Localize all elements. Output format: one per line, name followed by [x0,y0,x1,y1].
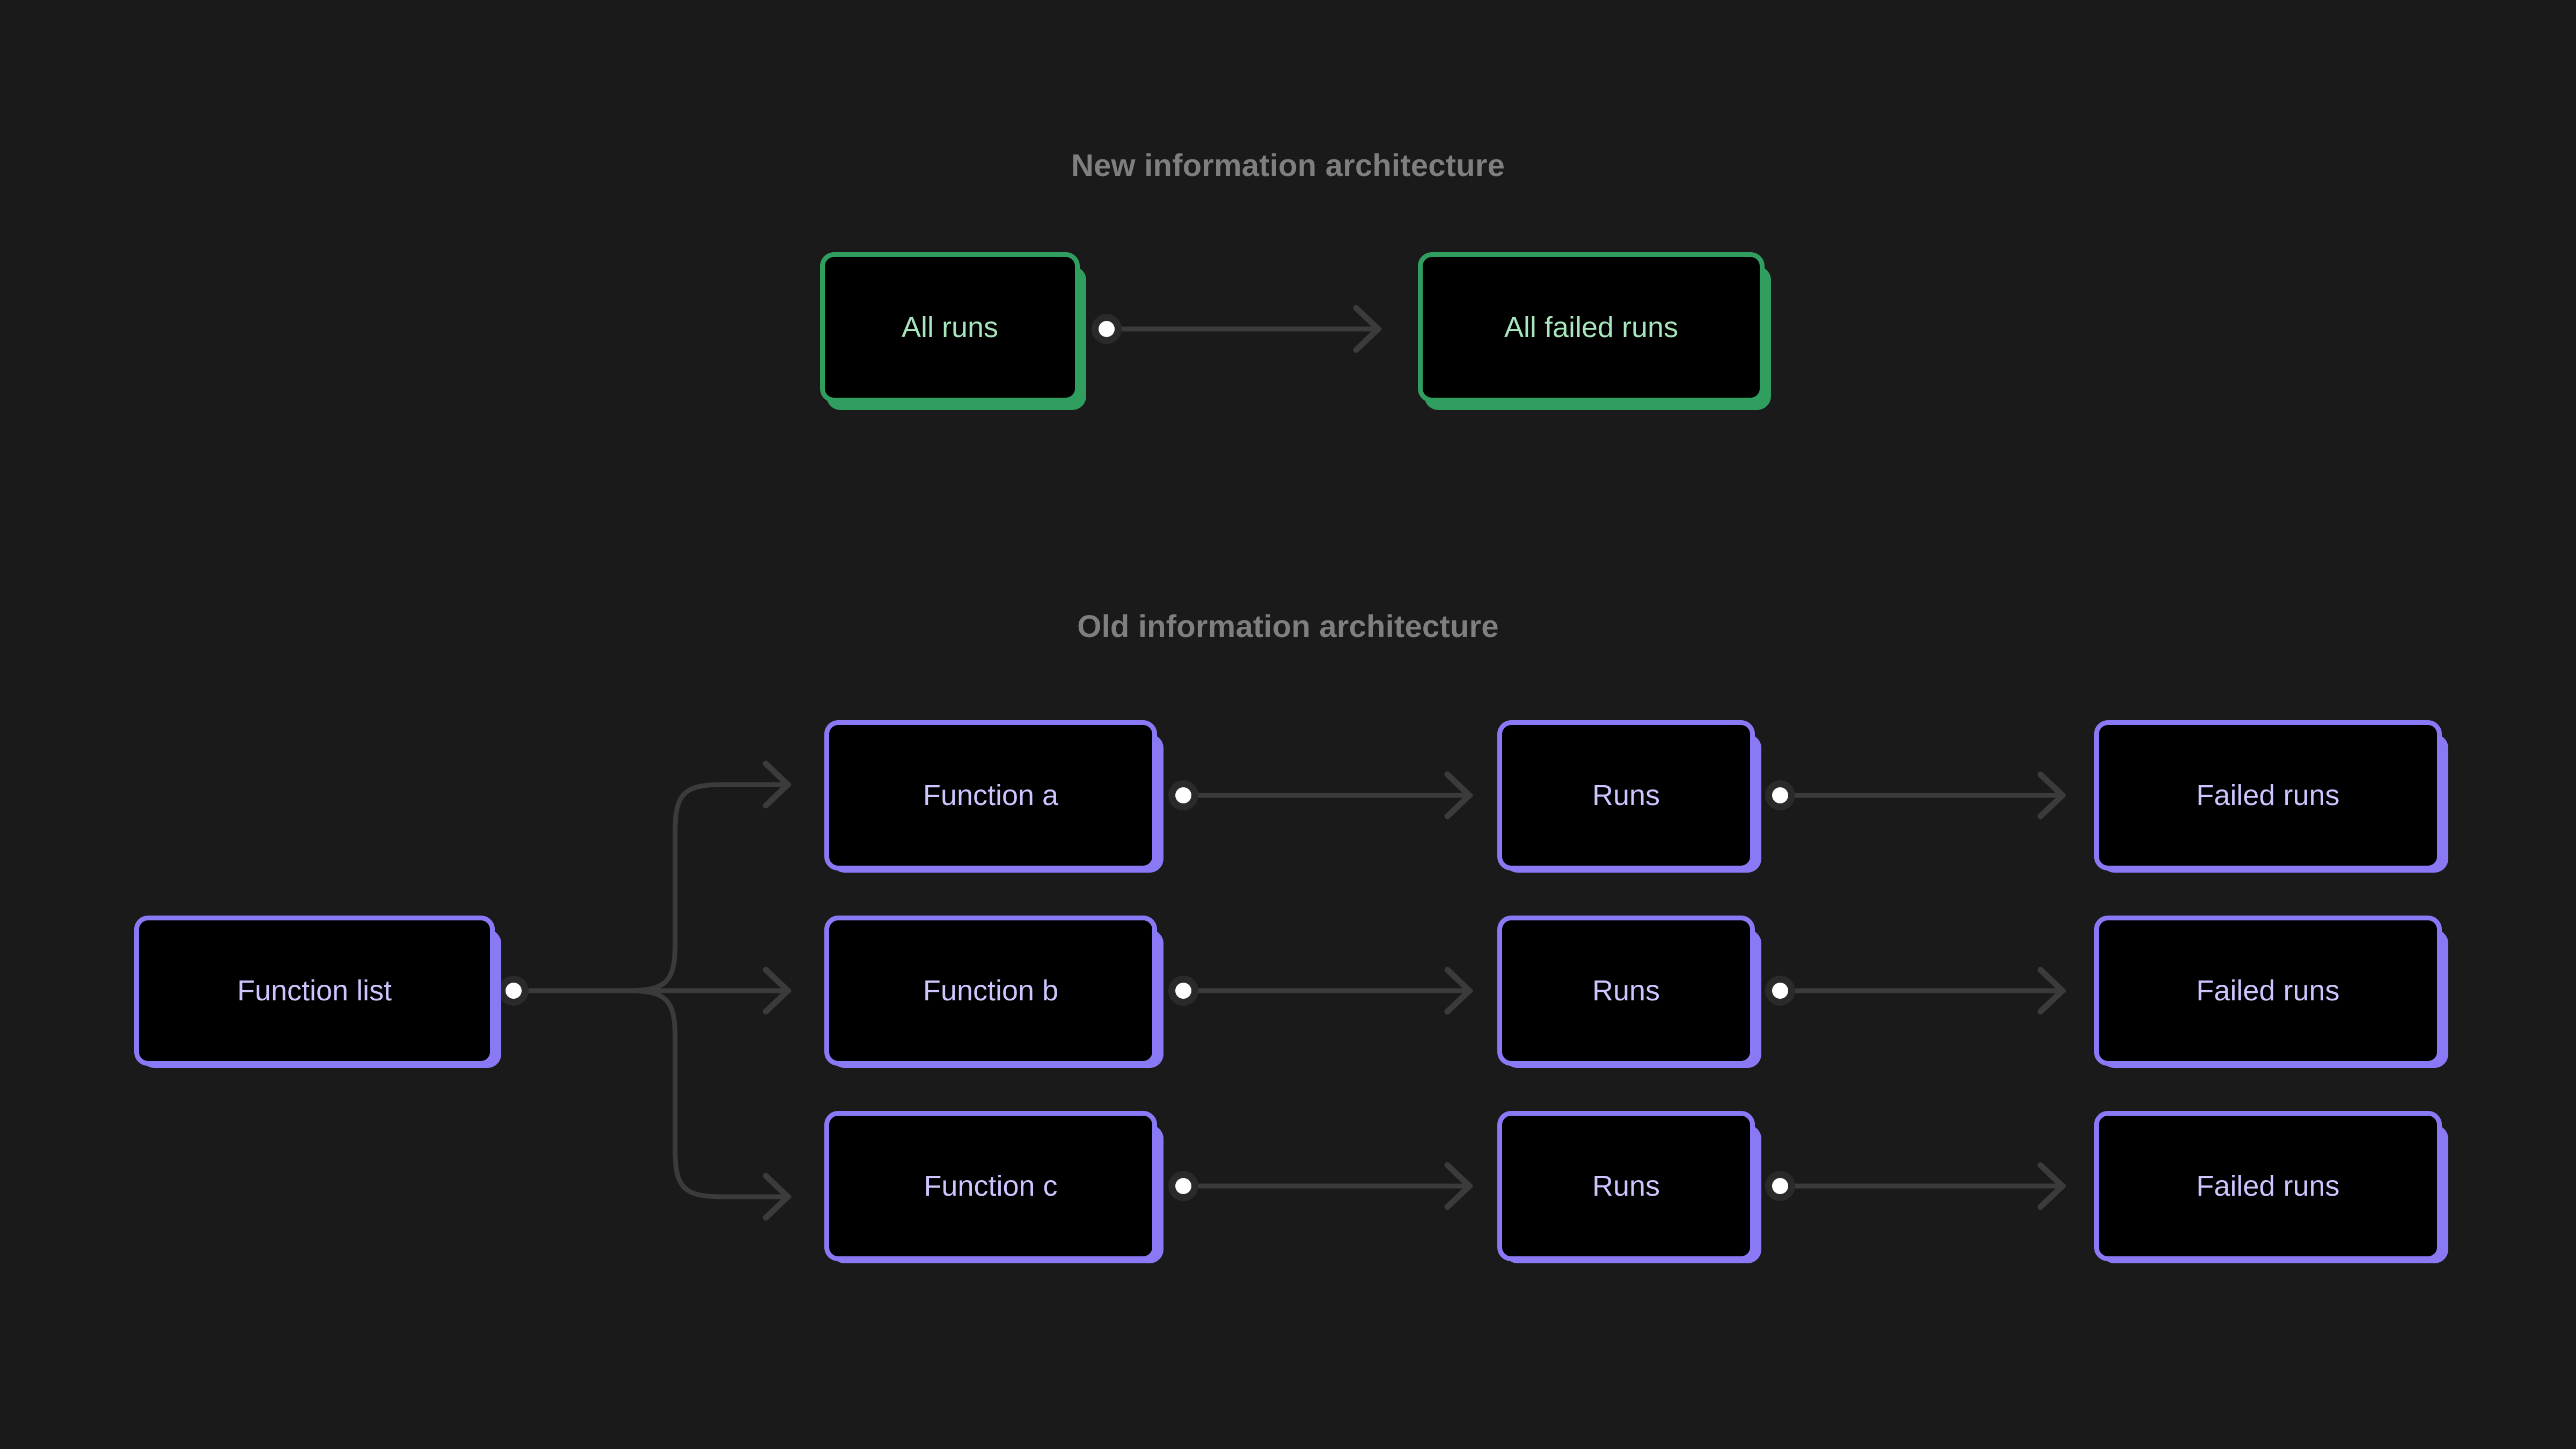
node-failed-runs-a[interactable]: Failed runs [2094,720,2442,870]
node-runs-b[interactable]: Runs [1497,916,1755,1066]
section-title-old: Old information architecture [1077,609,1499,644]
node-all-failed-runs[interactable]: All failed runs [1418,252,1765,402]
node-function-b[interactable]: Function b [824,916,1157,1066]
node-label-failed-runs-c: Failed runs [2196,1170,2340,1202]
edge-function-b-to-runs [1168,967,1473,1015]
node-label-function-a: Function a [923,779,1059,811]
node-label-function-b: Function b [923,975,1059,1007]
section-title-new: New information architecture [1071,148,1505,183]
node-label-failed-runs-b: Failed runs [2196,975,2340,1007]
node-label-all-runs: All runs [901,311,999,343]
node-function-list[interactable]: Function list [134,916,495,1066]
node-label-function-c: Function c [924,1170,1058,1202]
node-label-runs-b: Runs [1592,975,1660,1007]
edge-all-runs-to-all-failed-runs [1092,305,1382,353]
node-all-runs[interactable]: All runs [820,252,1080,402]
node-label-runs-a: Runs [1592,779,1660,811]
edge-function-list-branch [499,760,792,1221]
node-runs-c[interactable]: Runs [1497,1111,1755,1261]
node-label-failed-runs-a: Failed runs [2196,779,2340,811]
node-label-function-list: Function list [237,975,392,1007]
node-failed-runs-c[interactable]: Failed runs [2094,1111,2442,1261]
node-runs-a[interactable]: Runs [1497,720,1755,870]
edge-runs-a-to-failed-runs-a [1765,771,2066,819]
edge-runs-c-to-failed-runs-c [1765,1162,2066,1210]
edge-runs-b-to-failed-runs-b [1765,967,2066,1015]
node-function-a[interactable]: Function a [824,720,1157,870]
edge-function-a-to-runs [1168,771,1473,819]
node-label-runs-c: Runs [1592,1170,1660,1202]
node-function-c[interactable]: Function c [824,1111,1157,1261]
node-failed-runs-b[interactable]: Failed runs [2094,916,2442,1066]
node-label-all-failed-runs: All failed runs [1504,311,1679,343]
edge-function-c-to-runs [1168,1162,1473,1210]
